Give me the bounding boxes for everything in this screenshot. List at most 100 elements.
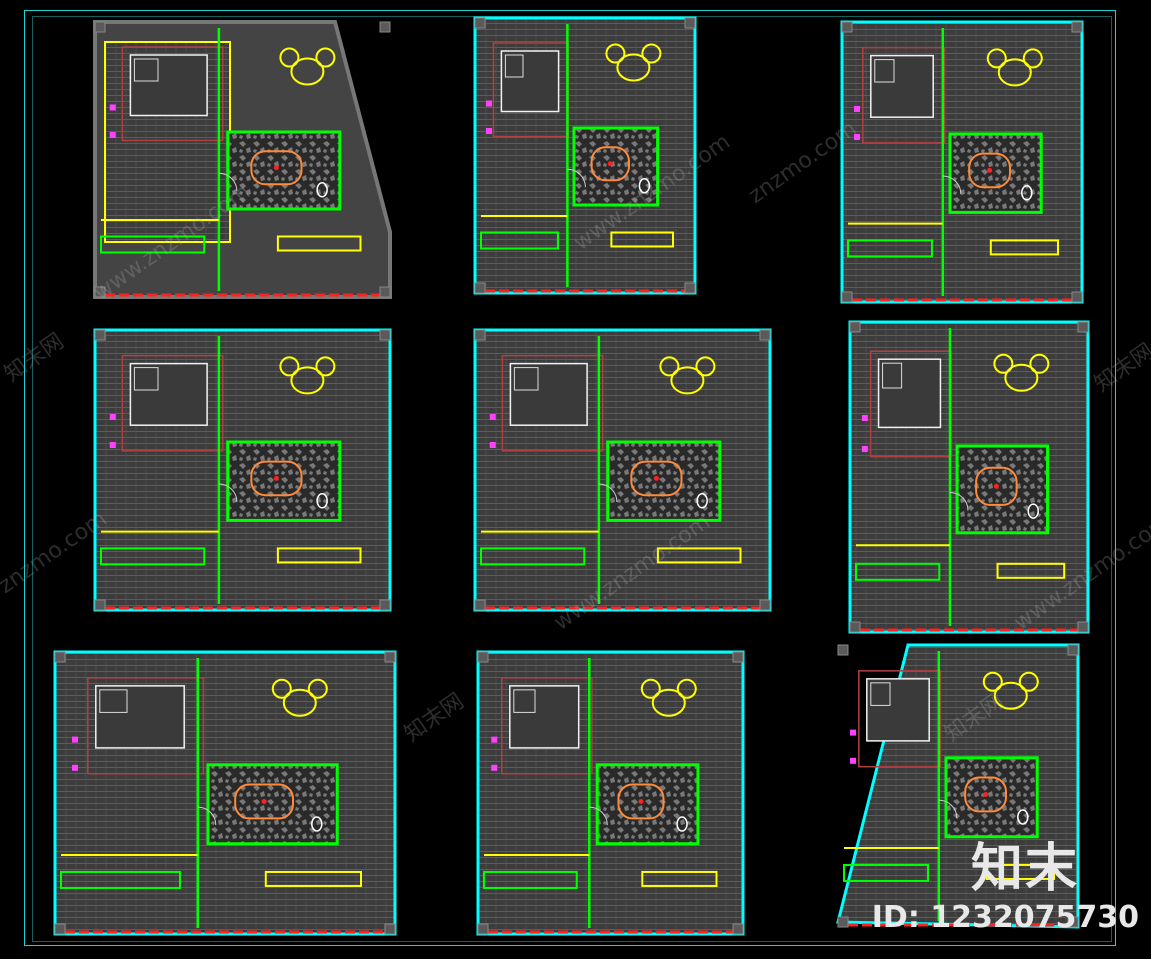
- column: [94, 286, 106, 298]
- column: [837, 916, 849, 928]
- drain: [261, 798, 267, 804]
- rug: [862, 46, 946, 144]
- rug: [87, 677, 205, 775]
- drain: [607, 161, 613, 167]
- column: [732, 923, 744, 935]
- round-table: [993, 681, 1028, 710]
- bathtub: [968, 152, 1012, 189]
- toilet: [1017, 809, 1029, 825]
- fixture-tag: [854, 106, 860, 112]
- column: [477, 651, 489, 663]
- column: [684, 282, 696, 294]
- bathtub: [630, 460, 683, 497]
- desk: [276, 235, 362, 252]
- drain: [983, 791, 989, 797]
- column: [841, 21, 853, 33]
- door-swing: [567, 168, 586, 188]
- desk: [276, 547, 362, 564]
- column: [379, 329, 391, 341]
- column: [94, 329, 106, 341]
- desk: [985, 863, 1055, 880]
- round-table: [616, 53, 651, 82]
- armchair: [982, 671, 1003, 692]
- column: [384, 651, 396, 663]
- door-swing: [589, 806, 608, 826]
- drain: [993, 483, 999, 489]
- pillow: [99, 689, 128, 713]
- bed: [500, 50, 560, 113]
- rug: [501, 677, 593, 775]
- armchair: [640, 678, 661, 699]
- armchair: [279, 356, 300, 377]
- drawing-border: [24, 10, 1116, 946]
- round-table: [290, 57, 325, 86]
- wardrobe: [480, 231, 559, 250]
- toilet: [1021, 185, 1033, 201]
- column: [54, 923, 66, 935]
- column: [474, 17, 486, 29]
- armchair: [993, 353, 1014, 374]
- armchair: [279, 47, 300, 68]
- column: [1071, 21, 1083, 33]
- fixture-tag: [486, 100, 492, 107]
- bathroom-zone: [595, 763, 700, 846]
- plan-6: [848, 320, 1090, 634]
- column: [732, 651, 744, 663]
- bathroom-zone: [948, 132, 1043, 214]
- column: [54, 651, 66, 663]
- bed: [509, 362, 588, 426]
- bed: [95, 685, 185, 749]
- column: [379, 21, 391, 33]
- door-swing: [218, 483, 238, 503]
- toilet: [311, 816, 323, 832]
- column: [759, 329, 771, 341]
- armchair: [695, 356, 716, 377]
- plan-4: [93, 328, 392, 612]
- round-table: [1004, 363, 1039, 392]
- pillow: [133, 367, 159, 391]
- bed: [866, 678, 930, 742]
- column: [1067, 644, 1079, 656]
- armchair: [1018, 671, 1039, 692]
- drain: [638, 798, 644, 804]
- pillow: [870, 682, 891, 706]
- toilet: [316, 182, 328, 198]
- rug: [501, 354, 604, 452]
- drain: [653, 475, 659, 481]
- armchair: [271, 678, 292, 699]
- drain: [273, 165, 279, 171]
- fixture-tag: [850, 757, 856, 764]
- bathroom-zone: [955, 444, 1050, 535]
- fixture-tag: [109, 132, 116, 138]
- armchair: [307, 678, 328, 699]
- fixture-tag: [72, 764, 78, 771]
- column: [1077, 621, 1089, 633]
- column: [474, 282, 486, 294]
- wardrobe: [847, 239, 933, 258]
- wardrobe: [843, 863, 929, 882]
- armchair: [659, 356, 680, 377]
- door-swing: [598, 483, 618, 503]
- door-swing: [197, 806, 217, 826]
- desk: [641, 870, 718, 887]
- armchair: [676, 678, 697, 699]
- column: [379, 286, 391, 298]
- armchair: [315, 356, 336, 377]
- desk: [996, 562, 1066, 579]
- column: [849, 621, 861, 633]
- fixture-tag: [72, 736, 78, 743]
- column: [379, 599, 391, 611]
- desk: [610, 231, 675, 248]
- pillow: [513, 689, 536, 713]
- wardrobe: [100, 547, 206, 566]
- column: [841, 291, 853, 303]
- desk: [989, 239, 1059, 256]
- column: [1077, 321, 1089, 333]
- column: [94, 599, 106, 611]
- drain: [987, 167, 993, 173]
- rug: [121, 354, 224, 452]
- armchair: [1022, 48, 1043, 69]
- column: [1067, 916, 1079, 928]
- plan-3: [840, 20, 1084, 304]
